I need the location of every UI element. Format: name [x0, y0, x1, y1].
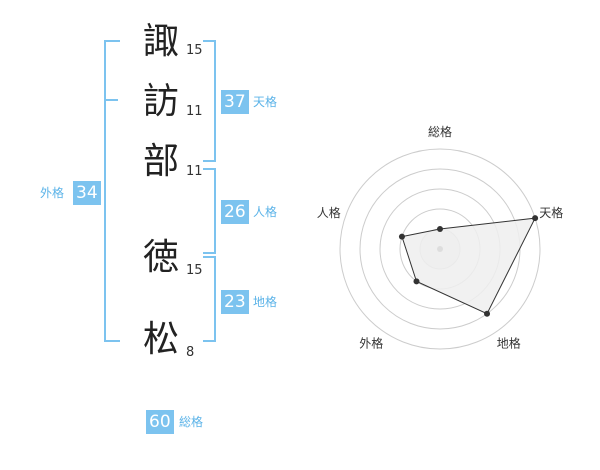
radar-axis-label-3: 地格 [497, 336, 521, 351]
chikaku-score: 23 [221, 290, 249, 314]
tenkaku-score: 37 [221, 90, 249, 114]
jinkaku-score: 26 [221, 200, 249, 224]
gaikaku-score: 34 [73, 181, 101, 205]
radar-axis-label-2: 天格 [539, 205, 563, 220]
bracket-tick [104, 99, 118, 101]
radar-axis-label-1: 総格 [428, 124, 452, 139]
radar-point-5 [398, 233, 405, 240]
radar-center-dot [437, 246, 443, 252]
chikaku-label: 地格 [253, 295, 278, 309]
gaikaku-bracket [104, 40, 120, 342]
soukaku-label: 総格 [179, 415, 204, 429]
jinkaku-label: 人格 [253, 205, 278, 219]
stroke-count-3: 11 [186, 164, 203, 179]
jinkaku-bracket [203, 168, 216, 254]
tenkaku-bracket [203, 40, 216, 162]
name-char-3: 部 [142, 141, 179, 182]
radar-point-2 [532, 215, 539, 222]
radar-axis-label-4: 外格 [359, 336, 383, 351]
radar-axis-label-5: 人格 [317, 205, 341, 220]
stroke-count-2: 11 [186, 104, 203, 119]
stroke-count-4: 15 [186, 263, 203, 278]
gaikaku-label: 外格 [40, 186, 65, 200]
soukaku-score: 60 [146, 410, 174, 434]
radar-point-1 [437, 226, 443, 232]
radar-point-4 [413, 278, 420, 285]
radar-point-3 [484, 310, 491, 317]
radar-grid-ring [339, 148, 541, 350]
name-char-5: 松 [142, 319, 179, 360]
radar-data-area [401, 217, 536, 315]
stroke-count-1: 15 [186, 43, 203, 58]
name-char-1: 諏 [142, 21, 179, 62]
name-char-4: 徳 [142, 237, 179, 278]
tenkaku-label: 天格 [253, 95, 278, 109]
chikaku-bracket [203, 256, 216, 342]
name-char-2: 訪 [142, 81, 179, 122]
stroke-count-5: 8 [186, 345, 195, 360]
